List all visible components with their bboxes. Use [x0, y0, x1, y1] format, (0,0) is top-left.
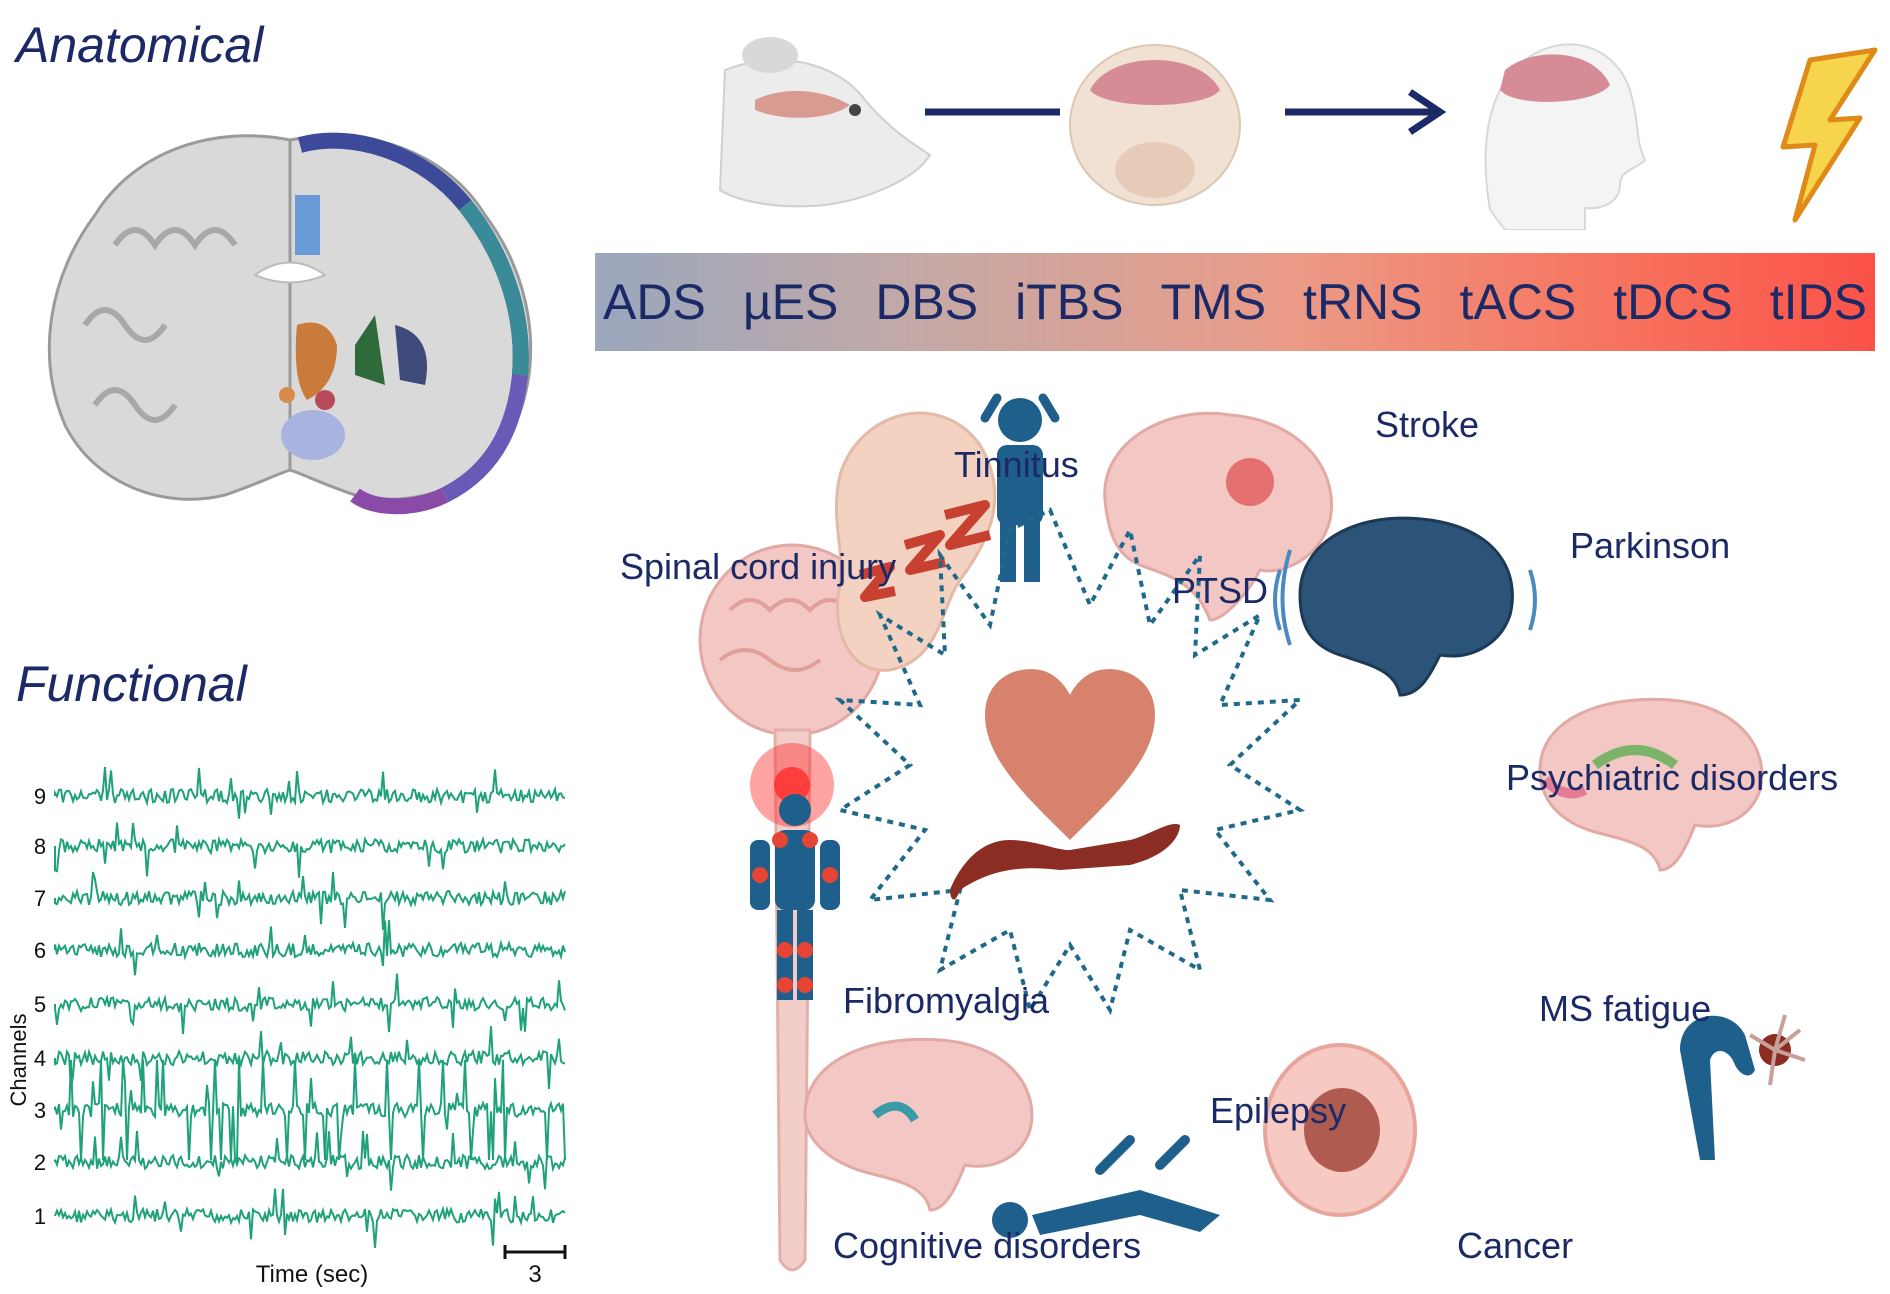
technique-ads: ADS [603, 274, 706, 330]
eeg-channel-label-2: 2 [34, 1150, 46, 1175]
technique-tms: TMS [1160, 274, 1267, 330]
eeg-channel-label-4: 4 [34, 1046, 46, 1071]
eeg-xlabel: Time (sec) [256, 1261, 368, 1288]
cognitive-brain-icon [803, 1037, 1034, 1212]
eeg-trace-channel-2 [54, 1130, 566, 1191]
eeg-trace-channel-7 [54, 871, 566, 930]
label-ptsd: PTSD [1172, 570, 1269, 611]
label-cancer: Cancer [1457, 1225, 1574, 1266]
psychiatric-brain-icon [1538, 697, 1764, 872]
eeg-trace-channel-4 [54, 1026, 566, 1089]
eeg-trace-channel-1 [54, 1188, 566, 1248]
functional-title: Functional [16, 656, 247, 712]
eeg-channel-label-7: 7 [34, 886, 46, 911]
eeg-channel-label-6: 6 [34, 938, 46, 963]
ear-icon [834, 411, 997, 672]
monkey-head-icon [1069, 44, 1241, 206]
eeg-trace-channel-8 [54, 822, 566, 878]
label-psychiatric-disorders: Psychiatric disorders [1506, 757, 1839, 798]
human-head-icon [1484, 43, 1647, 230]
species-progression [718, 37, 1878, 230]
eeg-scale-label: 3 [528, 1261, 541, 1288]
label-epilepsy: Epilepsy [1210, 1090, 1347, 1131]
coronal-brain-icon [47, 132, 533, 515]
eeg-trace-channel-9 [54, 767, 566, 819]
technique-ues: µES [742, 274, 839, 330]
label-cognitive-disorders: Cognitive disorders [833, 1225, 1142, 1266]
label-parkinson: Parkinson [1570, 525, 1731, 566]
eeg-channel-label-8: 8 [34, 834, 46, 859]
lightning-bolt-icon [1780, 47, 1878, 223]
neuron-icon [1748, 1014, 1806, 1086]
label-stroke: Stroke [1375, 404, 1480, 445]
eeg-channel-label-3: 3 [34, 1098, 46, 1123]
label-spinal-cord-injury: Spinal cord injury [620, 546, 897, 587]
heart-in-hand-icon [834, 507, 1306, 1016]
eeg-trace-channel-3 [54, 1059, 566, 1161]
eeg-trace-channel-5 [54, 973, 566, 1034]
technique-itbs: iTBS [1015, 274, 1124, 330]
eeg-channel-label-9: 9 [34, 784, 46, 809]
eeg-trace-channel-6 [54, 919, 566, 976]
cancer-cell-icon [1263, 1043, 1417, 1217]
ms-fatigue-figure-icon [1680, 1015, 1755, 1160]
eeg-traces: 1 2 3 4 5 6 7 8 9 Channels Time (sec) 3 [6, 767, 567, 1288]
eeg-channel-label-5: 5 [34, 992, 46, 1017]
disease-illustrations [698, 393, 1806, 1272]
progression-arrowhead [1408, 89, 1447, 135]
label-tinnitus: Tinnitus [954, 444, 1079, 485]
parkinson-brain-icon [1273, 516, 1537, 697]
eeg-channel-label-1: 1 [34, 1204, 46, 1229]
anatomical-title: Anatomical [16, 17, 264, 73]
technique-tacs: tACS [1459, 274, 1577, 330]
label-fibromyalgia: Fibromyalgia [843, 980, 1050, 1021]
technique-tdcs: tDCS [1613, 274, 1733, 330]
technique-tids: tIDS [1769, 274, 1867, 330]
technique-dbs: DBS [875, 274, 979, 330]
technique-trns: tRNS [1303, 274, 1423, 330]
label-ms-fatigue: MS fatigue [1539, 988, 1712, 1029]
patient-lying-icon [992, 1135, 1220, 1238]
eeg-ylabel: Channels [6, 1014, 31, 1107]
technique-gradient-bar: ADS µES DBS iTBS TMS tRNS tACS tDCS tIDS [595, 253, 1875, 351]
body-pain-points-icon [750, 794, 840, 1000]
rat-head-icon [718, 37, 932, 208]
